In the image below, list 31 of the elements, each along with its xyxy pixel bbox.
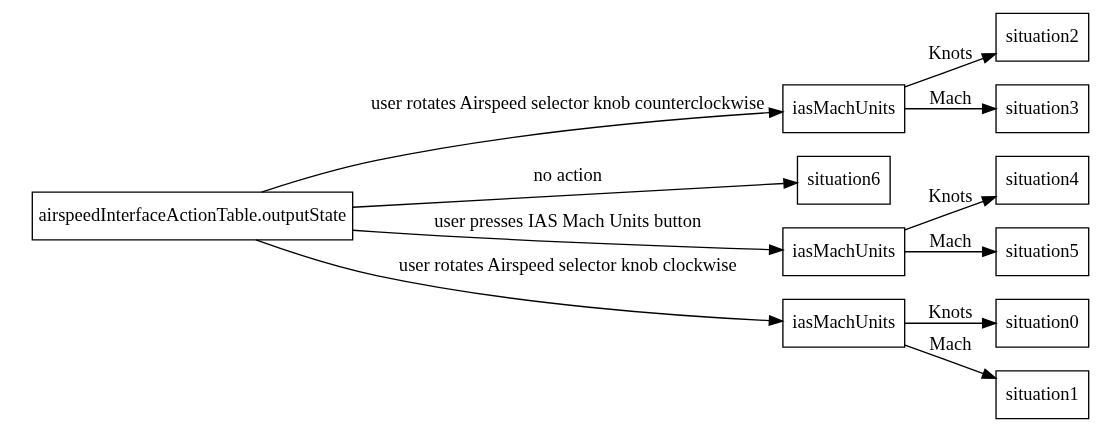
node-box: situation1 xyxy=(994,370,1089,420)
arrow xyxy=(351,177,799,208)
node-box: iasMachUnits xyxy=(781,227,905,277)
arrow xyxy=(903,103,998,115)
node-box: situation3 xyxy=(994,84,1089,134)
node-box: situation6 xyxy=(796,155,891,205)
edge-label: Knots xyxy=(927,301,972,323)
arrow xyxy=(903,196,998,231)
edge-label: user rotates Airspeed selector knob clockwise xyxy=(398,253,737,275)
edge-label: user presses IAS Mach Units button xyxy=(433,209,701,231)
edge-label: Mach xyxy=(928,332,971,354)
edge-label: user rotates Airspeed selector knob counterclockwise xyxy=(370,92,764,114)
edge-label: Mach xyxy=(928,229,971,251)
arrow xyxy=(260,107,785,193)
edge-label: no action xyxy=(533,163,602,185)
node-box: situation0 xyxy=(994,298,1089,348)
node-box: iasMachUnits xyxy=(781,84,905,134)
edge-label: Knots xyxy=(927,41,972,63)
node-box: situation4 xyxy=(994,155,1089,205)
node-box: airspeedInterfaceActionTable.outputState xyxy=(31,191,353,241)
arrow xyxy=(903,53,998,88)
edge-label: Knots xyxy=(927,184,972,206)
node-box: iasMachUnits xyxy=(781,298,905,348)
arrow xyxy=(903,344,998,379)
arrow xyxy=(254,239,785,327)
node-box: situation2 xyxy=(994,12,1089,62)
edge-label: Mach xyxy=(928,86,971,108)
arrow xyxy=(351,229,785,256)
arrow xyxy=(903,317,998,329)
arrow xyxy=(903,246,998,258)
node-box: situation5 xyxy=(994,227,1089,277)
